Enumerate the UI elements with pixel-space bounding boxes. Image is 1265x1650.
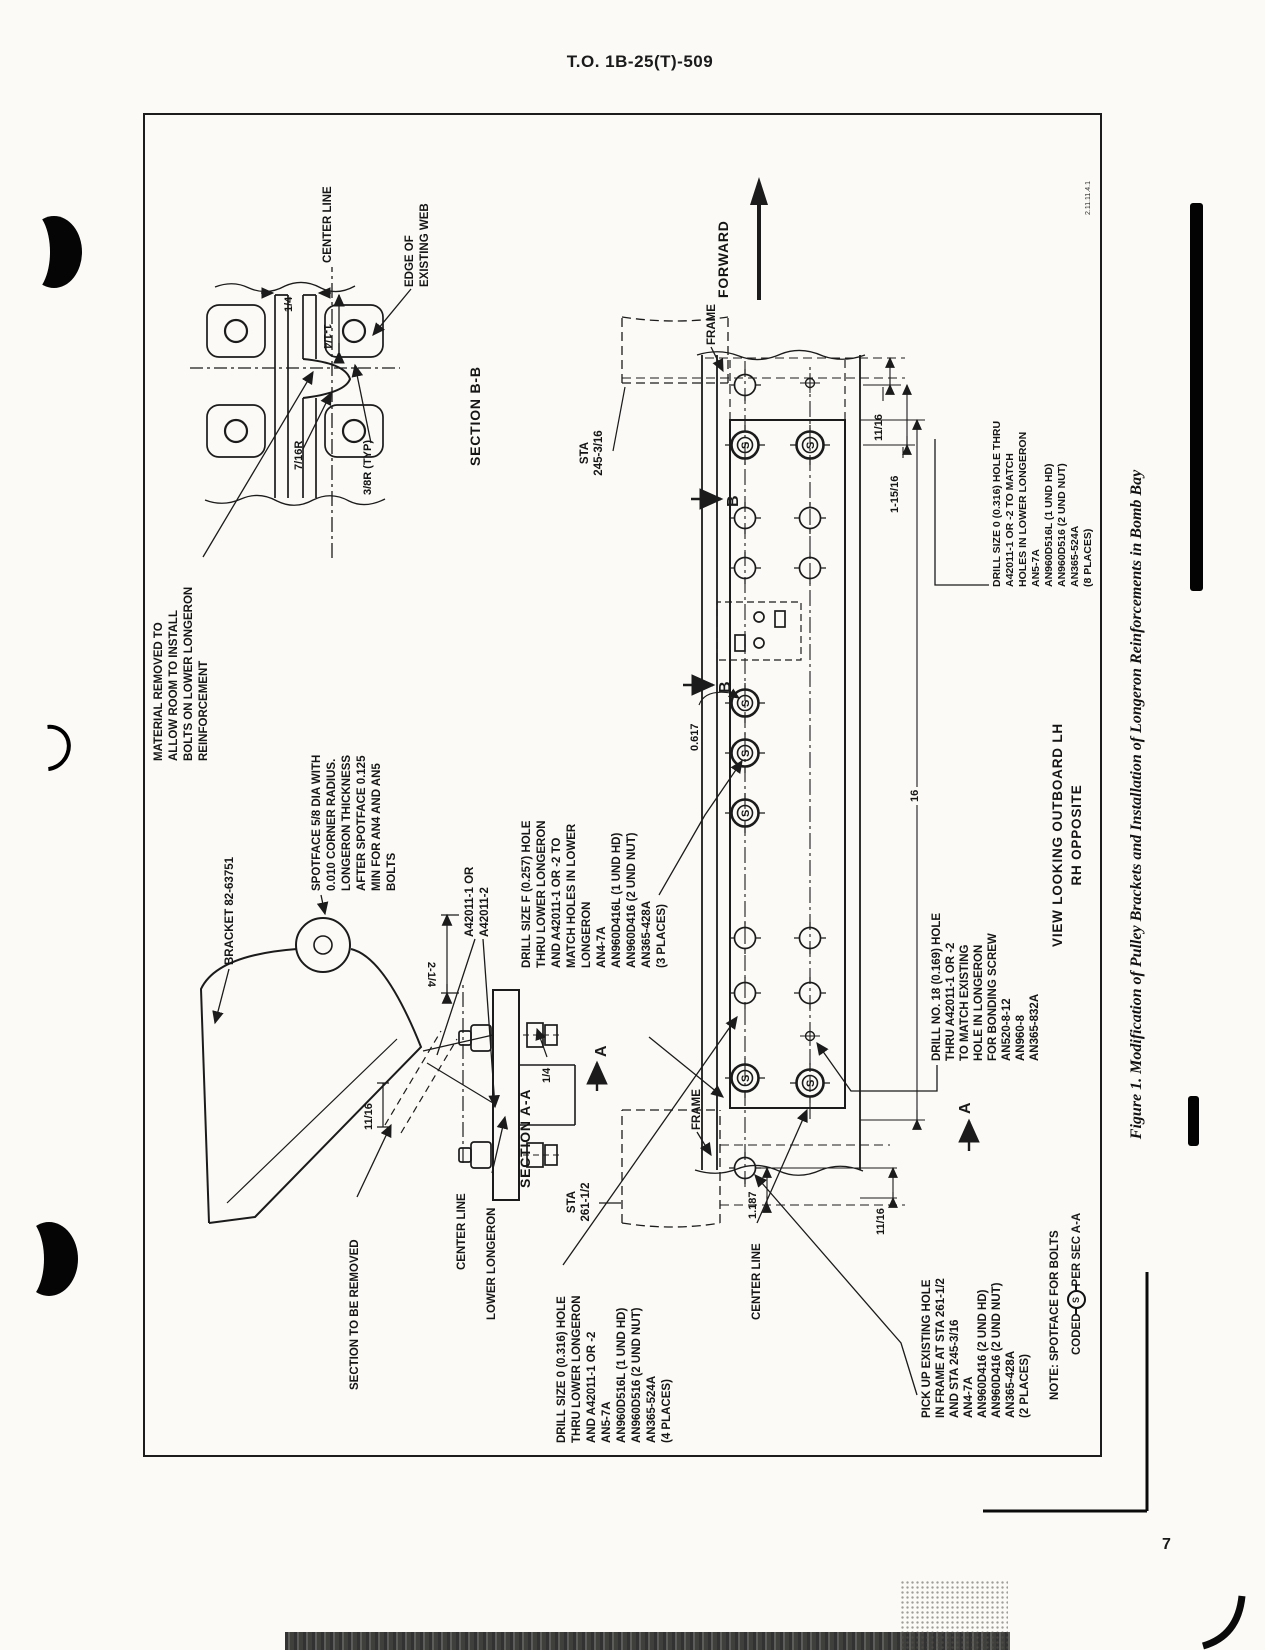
callout-spotface: SPOTFACE 5/8 DIA WITH 0.010 CORNER RADIU… bbox=[311, 754, 398, 891]
scan-speckle bbox=[900, 1580, 1008, 1650]
section-aa-title: SECTION A-A bbox=[517, 1088, 533, 1188]
spotface-s: S bbox=[740, 1075, 752, 1082]
dim-1-15-16: 1-15/16 bbox=[889, 475, 901, 513]
figure-caption: Figure 1. Modification of Pulley Bracket… bbox=[1128, 469, 1145, 1140]
dim-2-1-4: 2-1/4 bbox=[425, 961, 437, 987]
callout-drill-size-0-thru: DRILL SIZE 0 (0.316) HOLE THRU LOWER LON… bbox=[556, 1295, 673, 1443]
spotface-s: S bbox=[805, 442, 817, 449]
section-b-letter: B bbox=[725, 495, 742, 507]
frame-label-bottom: FRAME bbox=[691, 1089, 703, 1130]
view-title: VIEW LOOKING OUTBOARD LH RH OPPOSITE bbox=[1050, 723, 1084, 947]
note-coded: CODED bbox=[1070, 1313, 1083, 1355]
centerline-label-bb: CENTER LINE bbox=[322, 186, 334, 263]
note-per: PER SEC A-A bbox=[1070, 1212, 1083, 1287]
scan-blob-mask bbox=[8, 210, 50, 294]
dim-1-187: 1.187 bbox=[747, 1191, 759, 1219]
longeron-view-drawing: S S S S S S S bbox=[562, 177, 989, 1396]
figure-frame: S S S S S S S bbox=[143, 113, 1102, 1457]
callout-material-removed: MATERIAL REMOVED TO ALLOW ROOM TO INSTAL… bbox=[153, 586, 210, 761]
note-line1: NOTE: SPOTFACE FOR BOLTS bbox=[1049, 1230, 1061, 1400]
frame-label-top: FRAME bbox=[706, 304, 718, 345]
callout-drill-size-f: DRILL SIZE F (0.257) HOLE THRU LOWER LON… bbox=[521, 820, 668, 968]
note-line2: CODED S PER SEC A-A bbox=[1067, 1213, 1086, 1355]
figure-line-art: S S S S S S S bbox=[190, 177, 989, 1396]
section-bb-drawing bbox=[190, 267, 412, 558]
scan-edge-bar bbox=[1188, 1096, 1199, 1146]
scan-arc bbox=[15, 715, 81, 781]
dim-11-16-aa: 11/16 bbox=[363, 1103, 375, 1130]
dim-0-617: 0.617 bbox=[689, 723, 701, 751]
callout-a42011-upper: A42011-1 OR A42011-2 bbox=[464, 866, 491, 937]
section-a-letter: A bbox=[957, 1102, 974, 1114]
to-number-header: T.O. 1B-25(T)-509 bbox=[566, 52, 714, 71]
callout-pick-up-existing: PICK UP EXISTING HOLE IN FRAME AT STA 26… bbox=[921, 1278, 1031, 1418]
pulley-bracket-drawing bbox=[199, 894, 423, 1224]
section-to-be-removed-label: SECTION TO BE REMOVED bbox=[349, 1239, 361, 1390]
centerline-label-aa: CENTER LINE bbox=[456, 1193, 468, 1270]
lower-longeron-label: LOWER LONGERON bbox=[486, 1207, 498, 1320]
callout-bracket-part: BRACKET 82-63751 bbox=[224, 856, 236, 965]
dim-7-16r: 7/16R bbox=[293, 440, 305, 470]
dim-11-16-fwd: 11/16 bbox=[873, 414, 885, 441]
scan-edge-bar bbox=[1190, 203, 1203, 591]
edge-code: 2.11.11.4.1 bbox=[1085, 181, 1092, 215]
spotface-s: S bbox=[740, 442, 752, 449]
centerline-label-main: CENTER LINE bbox=[751, 1243, 763, 1320]
spotface-s: S bbox=[805, 1080, 817, 1087]
callout-drill-no-18: DRILL NO. 18 (0.169) HOLE THRU A42011-1 … bbox=[931, 912, 1041, 1061]
dim-quarter-aa: 1/4 bbox=[541, 1067, 553, 1083]
spotface-s: S bbox=[740, 750, 752, 757]
scan-bottom-strip bbox=[285, 1632, 1010, 1650]
dim-16: 16 bbox=[909, 786, 921, 805]
edge-of-web-label: EDGE OF EXISTING WEB bbox=[404, 203, 431, 287]
callout-drill-size-0-match: DRILL SIZE 0 (0.316) HOLE THRU A42011-1 … bbox=[991, 420, 1094, 587]
spotface-code-symbol: S bbox=[1067, 1290, 1086, 1310]
section-aa-drawing bbox=[356, 759, 808, 1224]
section-b-letter: B bbox=[717, 681, 734, 693]
dim-quarter-bb: 1/4 bbox=[283, 296, 295, 312]
station-245-label: STA 245-3/16 bbox=[579, 430, 605, 476]
section-a-letter: A bbox=[593, 1045, 610, 1057]
section-bb-title: SECTION B-B bbox=[467, 366, 483, 466]
station-261-label: STA 261-1/2 bbox=[566, 1182, 592, 1222]
scan-blob-mask bbox=[0, 1216, 44, 1302]
spotface-hole-letters: S S S S S S S bbox=[740, 442, 817, 1087]
spotface-s: S bbox=[740, 810, 752, 817]
dim-1-1-4: 1-1/4 bbox=[321, 323, 333, 349]
page-number: 7 bbox=[1162, 1536, 1171, 1553]
dim-11-16-aft: 11/16 bbox=[875, 1208, 887, 1235]
forward-label: FORWARD bbox=[715, 220, 731, 298]
spotface-s: S bbox=[740, 700, 752, 707]
frame-sta245-outline bbox=[621, 316, 905, 384]
dim-3-8r-typ: 3/8R (TYP) bbox=[362, 439, 374, 495]
